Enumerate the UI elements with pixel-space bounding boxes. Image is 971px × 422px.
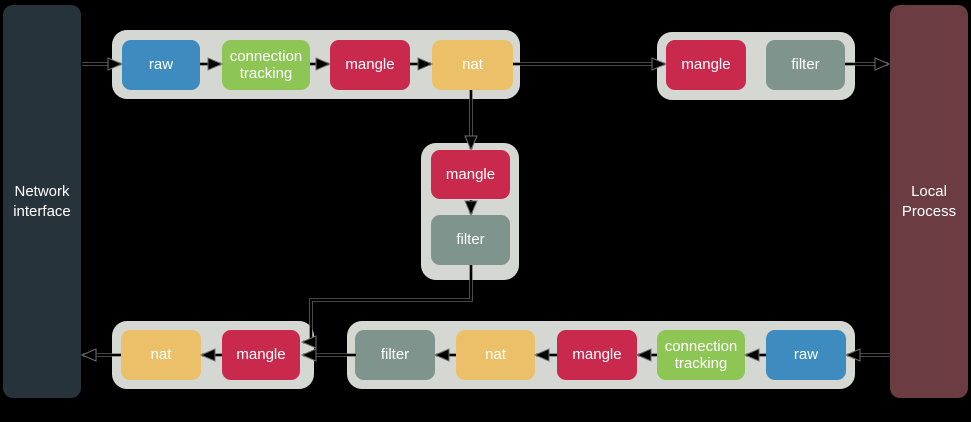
node-connection-tracking: connection tracking <box>222 40 310 90</box>
network-interface-box: Network interface <box>3 5 81 398</box>
node-filter: filter <box>355 330 435 380</box>
node-mangle: mangle <box>330 40 410 90</box>
node-connection-tracking: connection tracking <box>657 330 745 380</box>
node-raw: raw <box>766 330 846 380</box>
node-nat: nat <box>121 330 201 380</box>
node-nat: nat <box>456 330 535 380</box>
node-mangle: mangle <box>431 150 510 199</box>
node-mangle: mangle <box>557 330 637 380</box>
node-raw: raw <box>122 40 200 90</box>
node-filter: filter <box>766 40 845 90</box>
node-mangle: mangle <box>666 40 746 90</box>
node-filter: filter <box>431 215 510 265</box>
node-mangle: mangle <box>222 330 300 380</box>
node-nat: nat <box>432 40 513 90</box>
local-process-box: Local Process <box>890 5 968 398</box>
